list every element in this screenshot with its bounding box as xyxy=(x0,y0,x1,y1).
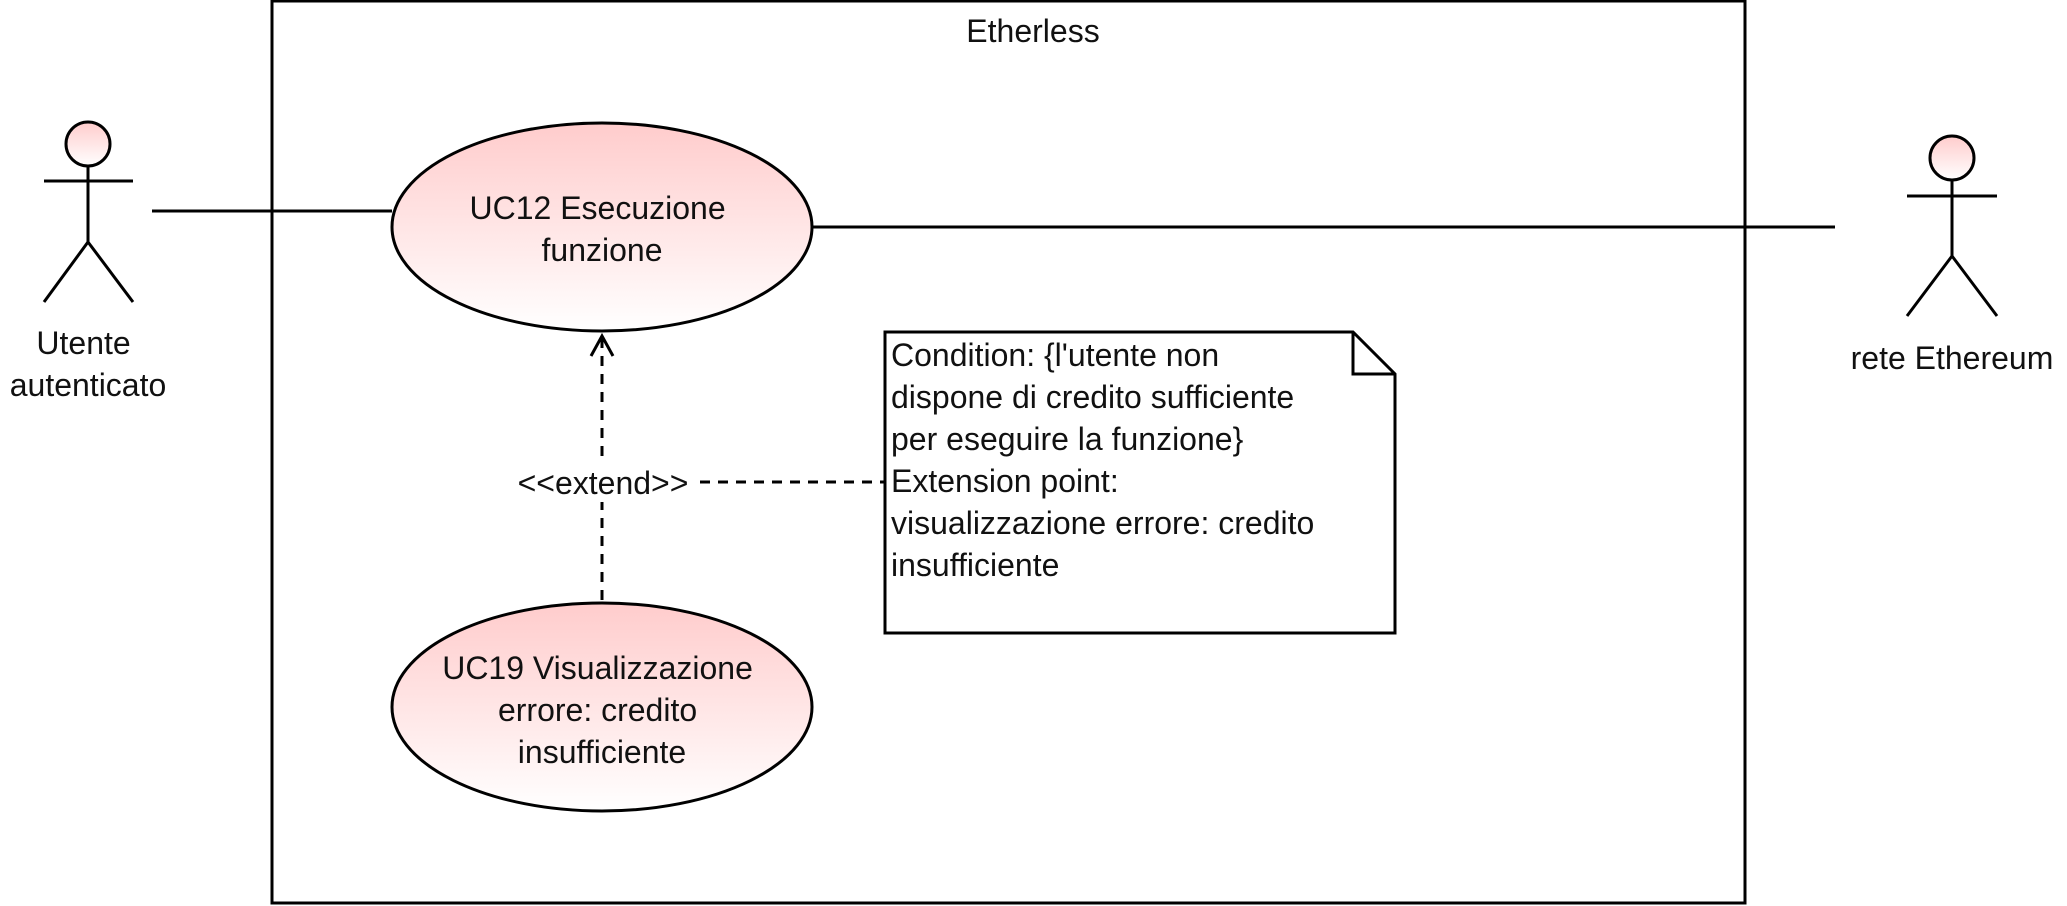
note-line-2: dispone di credito sufficiente xyxy=(891,379,1294,415)
uc12-line-2: funzione xyxy=(542,232,663,268)
use-case-uc19-label: UC19 Visualizzazione errore: credito ins… xyxy=(442,650,762,770)
actor-left-head xyxy=(64,120,112,168)
note-line-3: per eseguire la funzione} xyxy=(891,421,1244,457)
use-case-uc12[interactable] xyxy=(390,121,814,333)
actor-right[interactable] xyxy=(1905,134,1999,317)
actor-right-leg-left xyxy=(1905,255,1954,317)
use-case-uc19[interactable] xyxy=(390,601,814,813)
actor-left-leg-left xyxy=(42,241,90,303)
note-text: Condition: {l'utente non dispone di cred… xyxy=(891,337,1323,583)
uc19-line-1: UC19 Visualizzazione xyxy=(442,650,753,686)
extend-label: <<extend>> xyxy=(518,465,689,501)
extend-arrow-head xyxy=(589,332,615,357)
note-fold-corner xyxy=(1351,332,1395,376)
use-case-uc12-label: UC12 Esecuzione funzione xyxy=(469,190,734,268)
uc19-line-3: insufficiente xyxy=(518,734,686,770)
actor-left-line-2: autenticato xyxy=(10,367,167,403)
actor-right-label: rete Ethereum xyxy=(1851,340,2054,376)
extend-label-bg xyxy=(506,462,700,502)
actor-left-line-1: Utente xyxy=(36,325,130,361)
note-line-6: insufficiente xyxy=(891,547,1059,583)
uc12-line-1: UC12 Esecuzione xyxy=(469,190,725,226)
actor-left-leg-right xyxy=(86,241,135,303)
note-box xyxy=(883,330,1397,635)
note-line-1: Condition: {l'utente non xyxy=(891,337,1219,373)
note-line-4: Extension point: xyxy=(891,463,1119,499)
actor-left[interactable] xyxy=(42,120,135,303)
note-line-5: visualizzazione errore: credito xyxy=(891,505,1314,541)
actor-right-head xyxy=(1928,134,1976,182)
actor-left-label: Utente autenticato xyxy=(10,325,167,403)
uc19-line-2: errore: credito xyxy=(498,692,697,728)
system-title: Etherless xyxy=(966,13,1099,49)
actor-right-leg-right xyxy=(1950,255,1999,317)
